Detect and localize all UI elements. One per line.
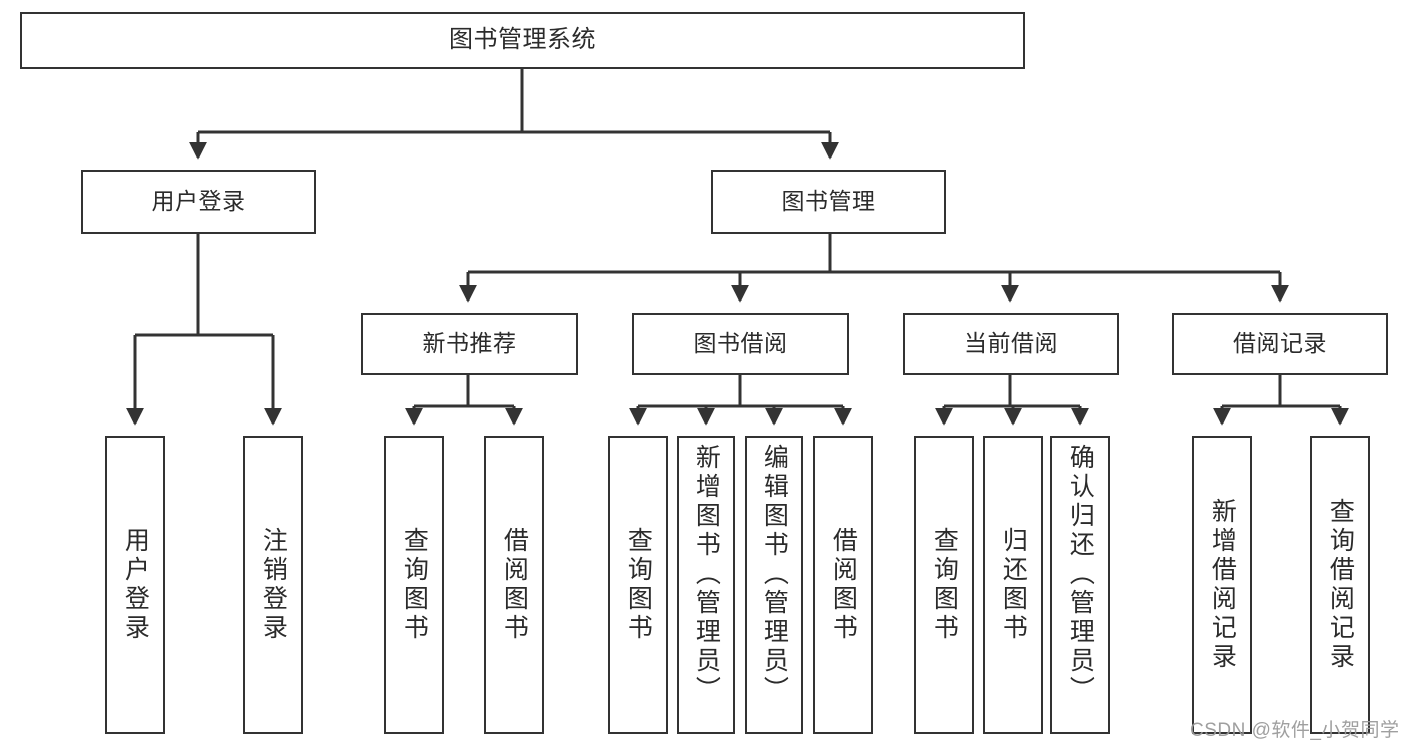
node-label: 新增借阅记录	[1208, 498, 1237, 672]
node-leaf-borrow-add-book[interactable]: 新增图书（管理员）	[677, 436, 735, 734]
leaf-text-wrap: 借阅图书	[815, 438, 871, 732]
node-leaf-current-return-book[interactable]: 归还图书	[983, 436, 1043, 734]
leaf-text-wrap: 查询借阅记录	[1312, 438, 1368, 732]
node-leaf-rec-borrow-book[interactable]: 借阅图书	[484, 436, 544, 734]
node-label: 用户登录	[151, 188, 246, 215]
node-leaf-borrow-edit-book[interactable]: 编辑图书（管理员）	[745, 436, 803, 734]
leaf-text-wrap: 新增图书（管理员）	[679, 438, 733, 738]
csdn-watermark: CSDN @软件_小贺同学	[1190, 720, 1400, 741]
node-label: 查询图书	[930, 527, 959, 643]
leaf-text-wrap: 借阅图书	[486, 438, 542, 732]
node-leaf-rec-query-book[interactable]: 查询图书	[384, 436, 444, 734]
node-leaf-borrow-query-book[interactable]: 查询图书	[608, 436, 668, 734]
node-book-borrow[interactable]: 图书借阅	[632, 313, 849, 375]
node-label: 用户登录	[121, 527, 150, 643]
node-label: 图书借阅	[693, 330, 788, 357]
node-label: 当前借阅	[964, 330, 1058, 357]
node-label: 新增图书（管理员）	[692, 444, 721, 705]
node-label: 借阅图书	[500, 527, 529, 643]
node-label: 借阅记录	[1233, 330, 1327, 357]
leaf-text-wrap: 注销登录	[245, 438, 301, 732]
node-label: 归还图书	[999, 527, 1028, 643]
leaf-text-wrap: 查询图书	[386, 438, 442, 732]
node-new-book-recommend[interactable]: 新书推荐	[361, 313, 578, 375]
node-root-system[interactable]: 图书管理系统	[20, 12, 1025, 69]
leaf-text-wrap: 用户登录	[107, 438, 163, 732]
leaf-text-wrap: 查询图书	[916, 438, 972, 732]
node-book-management[interactable]: 图书管理	[711, 170, 946, 234]
node-leaf-login-user[interactable]: 用户登录	[105, 436, 165, 734]
node-leaf-record-query[interactable]: 查询借阅记录	[1310, 436, 1370, 734]
node-label: 注销登录	[259, 527, 288, 643]
node-current-borrow[interactable]: 当前借阅	[903, 313, 1119, 375]
node-label: 图书管理系统	[449, 26, 596, 54]
node-label: 查询图书	[624, 527, 653, 643]
node-leaf-borrow-borrow-book[interactable]: 借阅图书	[813, 436, 873, 734]
node-label: 查询借阅记录	[1326, 498, 1355, 672]
node-label: 图书管理	[781, 188, 876, 215]
node-user-login[interactable]: 用户登录	[81, 170, 316, 234]
node-label: 新书推荐	[422, 330, 517, 357]
node-leaf-current-query-book[interactable]: 查询图书	[914, 436, 974, 734]
node-label: 借阅图书	[829, 527, 858, 643]
node-leaf-record-add[interactable]: 新增借阅记录	[1192, 436, 1252, 734]
leaf-text-wrap: 新增借阅记录	[1194, 438, 1250, 732]
node-leaf-current-confirm-return[interactable]: 确认归还（管理员）	[1050, 436, 1110, 734]
leaf-text-wrap: 确认归还（管理员）	[1052, 438, 1108, 738]
node-label: 确认归还（管理员）	[1066, 444, 1095, 705]
node-borrow-record[interactable]: 借阅记录	[1172, 313, 1388, 375]
leaf-text-wrap: 查询图书	[610, 438, 666, 732]
node-leaf-logout-user[interactable]: 注销登录	[243, 436, 303, 734]
node-label: 编辑图书（管理员）	[760, 444, 789, 705]
leaf-text-wrap: 归还图书	[985, 438, 1041, 732]
leaf-text-wrap: 编辑图书（管理员）	[747, 438, 801, 738]
node-label: 查询图书	[400, 527, 429, 643]
